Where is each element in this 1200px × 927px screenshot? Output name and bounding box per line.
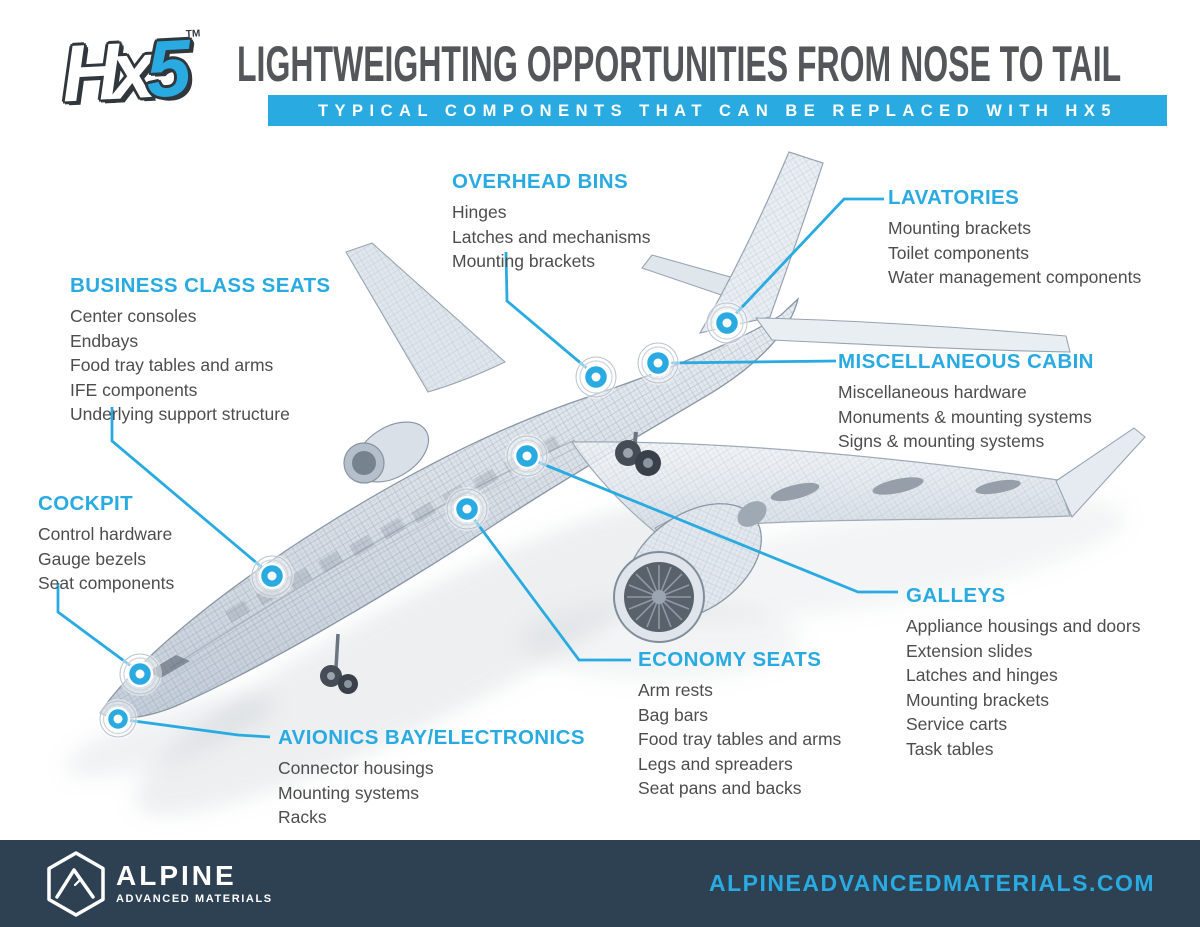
cabin-seats [224,435,561,623]
nose-landing-gear [320,633,358,694]
subtitle-banner: TYPICAL COMPONENTS THAT CAN BE REPLACED … [268,95,1167,126]
callout-item: Service carts [906,714,1008,734]
marker-economy-seats [445,487,489,531]
website-url: ALPINEADVANCEDMATERIALS.COM [709,870,1155,896]
callout-title: ECONOMY SEATS [638,648,822,671]
callout-avionics-bay-electronics: AVIONICS BAY/ELECTRONICS Connector housi… [278,726,585,830]
callout-item: IFE components [70,379,198,400]
flap-fairings [770,477,1021,502]
callout-item: Toilet components [888,242,1030,263]
airplane [99,151,1146,719]
callout-item: Endbays [70,330,139,351]
marker-miscellaneous-cabin [636,341,680,385]
callout-item: Hinges [452,202,507,222]
cockpit-windows [148,655,190,678]
callout-item: Miscellaneous hardware [838,382,1027,402]
page-title: LIGHTWEIGHTING OPPORTUNITIES FROM NOSE T… [237,36,1122,92]
callout-miscellaneous-cabin: MISCELLANEOUS CABIN Miscellaneous hardwa… [838,350,1094,454]
callout-item: Mounting systems [278,782,420,803]
leader-business-class-seats [110,407,272,577]
callout-item: Latches and hinges [906,665,1058,685]
callout-item: Latches and mechanisms [452,226,651,247]
marker-lavatories [705,301,749,345]
callout-item: Signs & mounting systems [838,431,1045,451]
callout-item: Mounting brackets [888,218,1031,238]
callout-item: Appliance housings and doors [906,616,1141,636]
callout-title: OVERHEAD BINS [452,170,629,193]
marker-overhead-bins [574,355,618,399]
callout-item: Connector housings [278,758,434,778]
marker-cockpit [118,652,162,696]
leader-cockpit [56,583,140,674]
callout-item: Extension slides [906,640,1033,661]
leader-overhead-bins [504,251,597,378]
alpine-hexagon-icon [47,850,105,917]
winglet [1055,427,1146,518]
callout-item: Monuments & mounting systems [838,406,1092,427]
footer-bar: ALPINE ADVANCED MATERIALS ALPINEADVANCED… [0,840,1200,927]
callout-title: MISCELLANEOUS CABIN [838,350,1094,373]
callout-item: Legs and spreaders [638,753,793,774]
callout-item: Mounting brackets [906,689,1049,710]
callout-title: AVIONICS BAY/ELECTRONICS [278,726,585,749]
callout-item: Racks [278,807,327,827]
callout-item: Food tray tables and arms [638,729,842,749]
callout-item: Seat components [38,573,175,593]
callout-item: Food tray tables and arms [70,355,274,375]
leader-lines [56,197,898,739]
left-engine [343,421,429,484]
alpine-logo: ALPINE ADVANCED MATERIALS [46,850,273,918]
leader-avionics-bay [118,717,271,739]
callout-item: Mounting brackets [452,251,595,271]
callout-item: Bag bars [638,704,709,725]
marker-avionics-bay [98,699,138,739]
marker-business-class-seats [250,554,294,598]
callout-title: GALLEYS [906,584,1006,607]
location-markers [98,301,749,739]
callout-item: Water management components [888,267,1142,287]
alpine-logo-subtext: ADVANCED MATERIALS [116,893,273,905]
right-wing [571,427,1146,533]
callout-item: Arm rests [638,680,713,700]
leader-galleys [527,456,898,594]
marker-galleys [505,434,549,478]
right-engine [613,501,767,643]
left-wing [345,242,506,393]
alpine-logo-text: ALPINE [116,860,237,891]
callout-item: Seat pans and backs [638,778,802,798]
callout-title: BUSINESS CLASS SEATS [70,274,331,297]
callout-title: COCKPIT [38,492,134,515]
fuselage [99,298,799,719]
callout-item: Gauge bezels [38,548,146,569]
leader-economy-seats [466,510,631,662]
callout-title: LAVATORIES [888,186,1020,209]
main-landing-gear [615,431,661,476]
right-stabilizer [754,317,1071,353]
callout-item: Control hardware [38,524,173,544]
leader-miscellaneous-cabin [665,359,837,365]
callout-item: Center consoles [70,306,197,326]
callout-item: Task tables [906,738,994,759]
leader-lavatories [726,197,884,323]
callout-item: Underlying support structure [70,404,290,424]
